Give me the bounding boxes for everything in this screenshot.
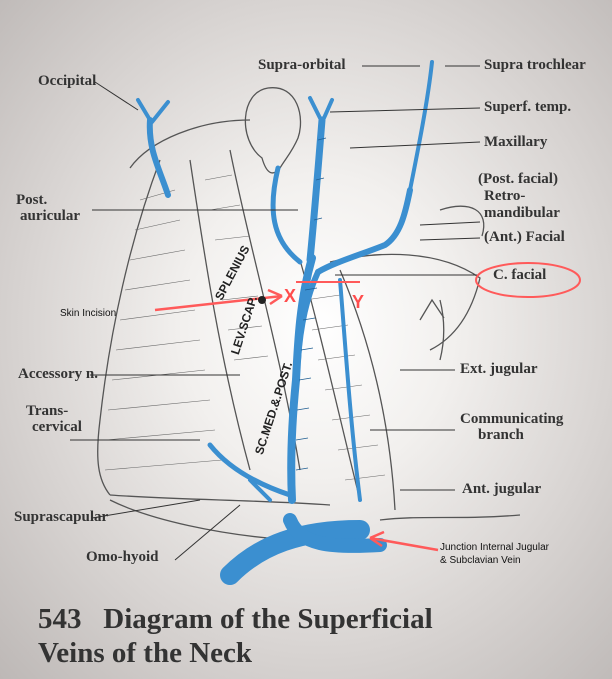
label-ant-facial: (Ant.) Facial	[484, 230, 565, 246]
label-cervical: cervical	[32, 420, 82, 436]
label-omo-hyoid: Omo-hyoid	[86, 550, 159, 566]
label-maxillary: Maxillary	[484, 135, 547, 151]
label-superf-temp: Superf. temp.	[484, 100, 571, 116]
label-supra-trochlear: Supra trochlear	[484, 58, 586, 74]
label-accessory: Accessory n.	[18, 367, 98, 383]
caption-line-1: 543 Diagram of the Superficial	[38, 602, 433, 636]
marker-y: Y	[352, 292, 364, 313]
label-suprascapular: Suprascapular	[14, 510, 108, 526]
figure-caption: 543 Diagram of the Superficial Veins of …	[38, 602, 433, 670]
label-skin-incision: Skin Incision	[60, 309, 116, 320]
annotations	[155, 263, 580, 550]
label-ant-jugular: Ant. jugular	[462, 482, 541, 498]
label-ext-jugular: Ext. jugular	[460, 362, 538, 378]
label-c-facial: C. facial	[493, 268, 546, 284]
label-post: Post.	[16, 193, 47, 209]
label-auricular: auricular	[20, 209, 80, 225]
label-junction-1: Junction Internal Jugular	[440, 543, 549, 554]
caption-line-2: Veins of the Neck	[38, 636, 433, 670]
label-junction-2: & Subclavian Vein	[440, 556, 521, 567]
label-retro: Retro-	[484, 189, 525, 205]
label-trans: Trans-	[26, 404, 68, 420]
label-communicating: Communicating	[460, 412, 563, 428]
label-mandibular: mandibular	[484, 206, 560, 222]
label-branch: branch	[478, 428, 524, 444]
label-supra-orbital: Supra-orbital	[258, 58, 346, 74]
marker-x: X	[284, 286, 296, 307]
label-post-facial: (Post. facial)	[478, 172, 558, 188]
label-occipital: Occipital	[38, 74, 96, 90]
anatomy-outlines	[98, 88, 520, 540]
